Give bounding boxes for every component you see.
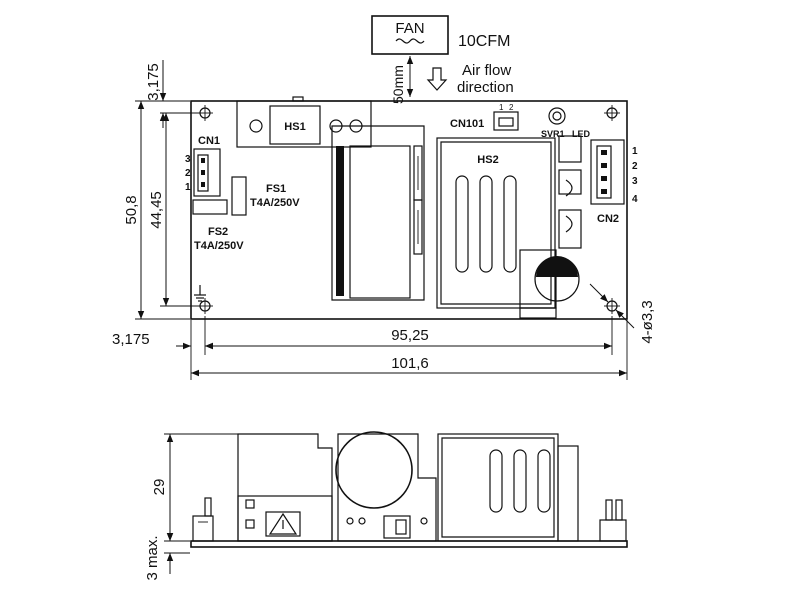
side-cn1 [192, 497, 214, 542]
cn101-pin-2: 2 [509, 103, 514, 112]
cn1-pin-2: 2 [185, 168, 191, 179]
top-dimensions: 3,175 50,8 44,45 3,175 95,25 101,6 4-ø3,… [112, 60, 656, 380]
transformer [331, 125, 425, 301]
cn101-connector: CN101 1 2 [450, 103, 519, 131]
fan-distance-label: 50mm [390, 65, 406, 104]
fan-rating: 10CFM [458, 33, 510, 50]
fs1-label: FS1 [266, 183, 286, 195]
cn101-pin-1: 1 [499, 103, 504, 112]
cn1-label: CN1 [198, 135, 220, 147]
side-hs1-block [237, 433, 333, 542]
dim-holes: 4-ø3,3 [639, 300, 656, 343]
side-pcb [190, 540, 628, 548]
dim-top-offset: 3,175 [145, 63, 162, 101]
capacitor [534, 256, 580, 302]
cn2-pin-3: 3 [632, 176, 638, 187]
screw-icon [249, 119, 263, 133]
mounting-hole [604, 105, 620, 121]
cn1-connector: CN1 3 2 1 [185, 135, 221, 197]
dim-width-total: 101,6 [391, 355, 429, 372]
mounting-hole [604, 298, 620, 314]
cn2-pin-4: 4 [632, 194, 638, 205]
fan-label: FAN [395, 20, 424, 37]
airflow-line1: Air flow [462, 62, 511, 79]
side-capacitor [335, 431, 413, 509]
cn2-pin-1: 1 [632, 146, 638, 157]
dim-left-offset: 3,175 [112, 331, 150, 348]
warning-icon [268, 512, 298, 535]
cn2-pin-2: 2 [632, 161, 638, 172]
cn1-pin-3: 3 [185, 154, 191, 165]
cn2-label: CN2 [597, 213, 619, 225]
led-label: LED [572, 129, 591, 139]
fs2-fuse: FS2 T4A/250V [192, 199, 244, 252]
cn1-pin-1: 1 [185, 182, 191, 193]
fan-symbol-icon [395, 38, 425, 44]
fs2-rating: T4A/250V [194, 240, 244, 252]
airflow-arrow-icon [426, 67, 448, 91]
fan-block: FAN 10CFM 50mm Air flow direction [371, 15, 514, 104]
ground-icon [194, 285, 206, 302]
hs1-heatsink: HS1 [236, 96, 372, 148]
hs2-heatsink: HS2 [436, 137, 557, 319]
side-view: 29 3 max. [144, 431, 628, 581]
side-hs2-block [437, 433, 579, 542]
airflow-line2: direction [457, 79, 514, 96]
cn101-label: CN101 [450, 118, 484, 130]
hs2-label: HS2 [477, 154, 498, 166]
svr1-label: SVR1 [541, 129, 565, 139]
dim-width-holes: 95,25 [391, 327, 429, 344]
output-clips [558, 135, 582, 249]
side-transformer [335, 431, 437, 542]
fs1-rating: T4A/250V [250, 197, 300, 209]
fs1-fuse: FS1 T4A/250V [231, 176, 300, 216]
dim-side-height: 29 [151, 479, 168, 496]
fan-box [371, 15, 449, 55]
dim-side-pcb: 3 max. [144, 535, 161, 580]
dim-height-holes: 44,45 [148, 191, 165, 229]
top-view: CN1 3 2 1 FS1 T4A/250V FS2 T4A/250V HS1 [185, 96, 638, 320]
hs1-label: HS1 [284, 121, 305, 133]
side-cn2 [599, 499, 627, 542]
cn2-connector: 1 2 3 4 CN2 [590, 139, 638, 225]
fs2-label: FS2 [208, 226, 228, 238]
svr1-trimmer: SVR1 LED [541, 107, 591, 139]
pcb-outline [190, 100, 628, 320]
dim-height-total: 50,8 [123, 195, 140, 224]
